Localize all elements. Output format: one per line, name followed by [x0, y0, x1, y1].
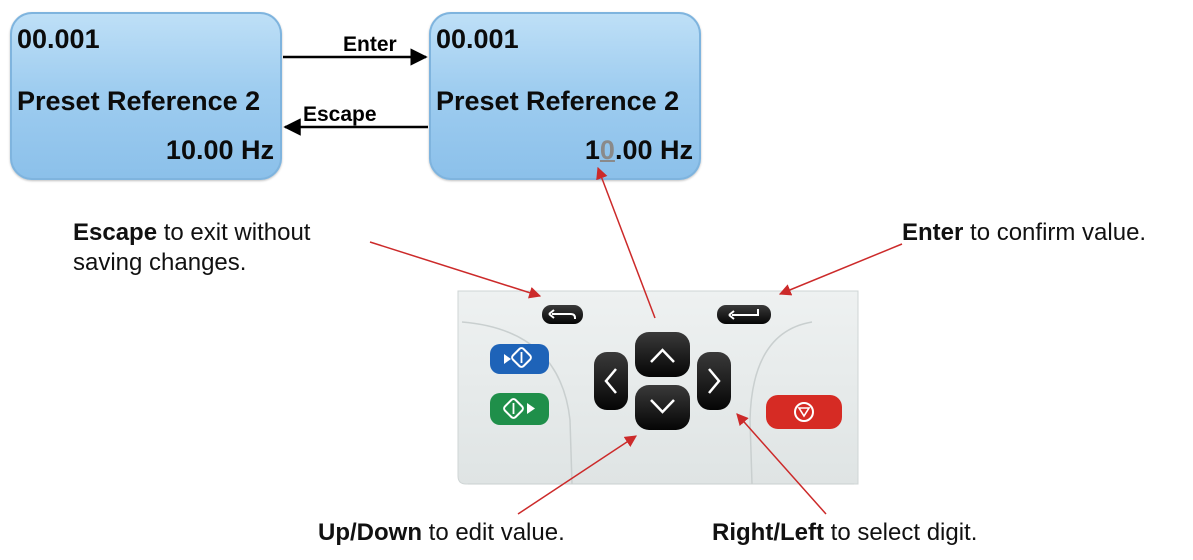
enter-key-icon[interactable]: [717, 305, 771, 324]
updown-bottom-pointer-line: [517, 435, 638, 515]
rightleft-annotation: Right/Left to select digit.: [712, 518, 977, 548]
value-suffix: .00 Hz: [614, 135, 693, 165]
up-arrow-key-icon[interactable]: [635, 332, 690, 377]
parameter-value: 10.00 Hz: [165, 135, 274, 165]
escape-description-2: saving changes.: [73, 249, 247, 276]
stop-icon[interactable]: [766, 395, 842, 429]
updown-pointer-line: [596, 166, 656, 319]
enter-description: to confirm value.: [963, 219, 1147, 246]
run-reverse-icon[interactable]: [490, 344, 549, 374]
updown-key-name: Up/Down: [318, 519, 422, 546]
enter-transition-label: Enter: [343, 33, 397, 56]
rightleft-pointer-line: [736, 413, 827, 515]
escape-description: to exit without: [157, 219, 311, 246]
right-arrow-key-icon[interactable]: [697, 352, 731, 410]
escape-key-name: Escape: [73, 219, 158, 246]
parameter-name: Preset Reference 2: [436, 86, 680, 116]
enter-pointer-line: [778, 243, 903, 296]
updown-annotation: Up/Down to edit value.: [318, 518, 565, 548]
rightleft-key-name: Right/Left: [712, 519, 824, 546]
parameter-number: 00.001: [436, 24, 519, 54]
value-prefix: 1: [584, 135, 600, 165]
display-edit-mode: 00.001 Preset Reference 2 10.00 Hz: [429, 12, 701, 180]
left-arrow-key-icon[interactable]: [594, 352, 628, 410]
enter-key-name: Enter: [902, 219, 964, 246]
updown-description: to edit value.: [421, 519, 565, 546]
cursor-digit: 0: [599, 135, 615, 165]
rightleft-description: to select digit.: [823, 519, 978, 546]
escape-pointer-line: [369, 241, 542, 299]
parameter-number: 00.001: [17, 24, 100, 54]
escape-transition-label: Escape: [303, 103, 377, 126]
escape-annotation: Escape to exit without saving changes.: [73, 218, 310, 278]
enter-annotation: Enter to confirm value.: [902, 218, 1146, 248]
parameter-name: Preset Reference 2: [17, 86, 261, 116]
display-current-value: 00.001 Preset Reference 2 10.00 Hz: [10, 12, 282, 180]
run-forward-icon[interactable]: [490, 393, 549, 425]
escape-key-icon[interactable]: [542, 305, 583, 324]
parameter-value-editing: 10.00 Hz: [585, 135, 693, 166]
down-arrow-key-icon[interactable]: [635, 385, 690, 430]
